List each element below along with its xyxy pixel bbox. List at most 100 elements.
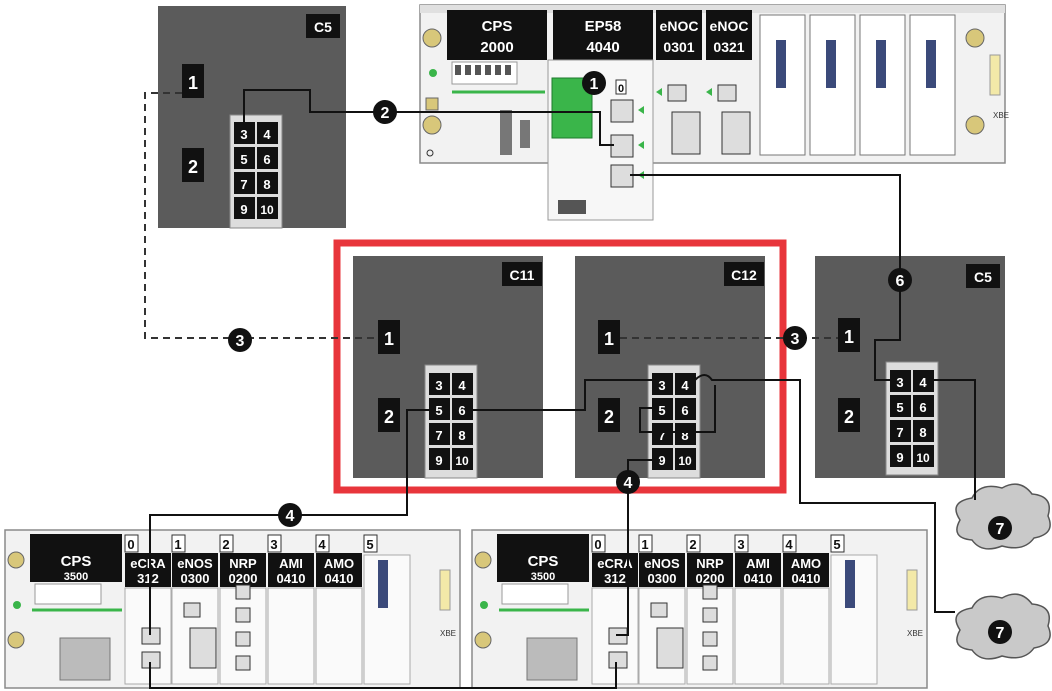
bl-mod-amo-1: AMO (324, 556, 354, 571)
br-mod-ecra-2: 312 (604, 571, 626, 586)
switch-c11: C11 1 2 3 4 5 6 7 8 9 10 (353, 256, 543, 479)
br-slot-2: 2 (689, 537, 696, 552)
c11-port-10: 10 (455, 454, 469, 468)
callout-3-right: 3 (791, 331, 800, 348)
bl-slot-2: 2 (222, 537, 229, 552)
c5-right-port-1: 1 (844, 327, 854, 347)
br-slot-4: 4 (785, 537, 793, 552)
br-mod-nrp-1: NRP (696, 556, 724, 571)
bl-slot-1: 1 (174, 537, 181, 552)
bl-slot-3: 3 (270, 537, 277, 552)
highlight-frame (333, 239, 787, 494)
c5-right-label: C5 (974, 269, 992, 285)
br-mod-ami-1: AMI (746, 556, 770, 571)
br-cps-label-1: CPS (528, 553, 559, 570)
c5-right-port-block: 3 4 5 6 7 8 9 10 (885, 361, 939, 476)
br-mod-enos-1: eNOS (644, 556, 680, 571)
bl-mod-ami-2: 0410 (277, 571, 306, 586)
br-cps-label-2: 3500 (531, 571, 555, 583)
br-slot-0: 0 (594, 537, 601, 552)
bl-mod-nrp-1: NRP (229, 556, 257, 571)
c11-port-1: 1 (384, 329, 394, 349)
bl-cps-label-1: CPS (61, 553, 92, 570)
c11-label: C11 (510, 267, 535, 283)
c12-port-2: 2 (604, 407, 614, 427)
bl-mod-nrp-2: 0200 (229, 571, 258, 586)
bl-mod-ecra-1: eCRA (130, 556, 166, 571)
bl-mod-amo-2: 0410 (325, 571, 354, 586)
c5-top-port-2: 2 (188, 157, 198, 177)
enoc-0321-label-2: 0321 (713, 39, 744, 55)
bottom-rack-left: CPS 3500 0 1 2 3 4 5 eCRA 312 eNOS 0300 … (4, 529, 461, 689)
bottom-rack-right: CPS 3500 0 1 2 3 4 5 eCRA 312 eNOS 0300 … (471, 529, 928, 689)
callout-4-right: 4 (624, 475, 633, 492)
c5-right-port-7: 7 (896, 425, 903, 440)
c5-right-port-9: 9 (896, 450, 903, 465)
c5-top-port-block: 3 4 5 6 7 8 9 10 (229, 114, 283, 229)
callout-7-lower: 7 (996, 625, 1005, 642)
br-mod-amo-1: AMO (791, 556, 821, 571)
c5-top-port-1: 1 (188, 73, 198, 93)
c11-port-9: 9 (435, 453, 442, 468)
c5-top-label: C5 (314, 19, 332, 35)
cps-2000-label-1: CPS (482, 18, 513, 35)
c11-port-8: 8 (458, 428, 465, 443)
switch-c5-top: C5 1 2 3 4 5 6 7 8 9 10 (158, 6, 346, 229)
ep58-port-index: 0 (618, 83, 624, 95)
c12-port-8: 8 (681, 428, 688, 443)
callouts: 1 2 3 3 4 4 6 7 7 (228, 71, 1012, 644)
callout-2: 2 (381, 105, 390, 122)
c12-port-3: 3 (658, 378, 665, 393)
c5-right-port-5: 5 (896, 400, 903, 415)
callout-7-upper: 7 (996, 521, 1005, 538)
br-slot-1: 1 (641, 537, 648, 552)
bl-xbe: XBE (440, 629, 456, 638)
bl-cps-label-2: 3500 (64, 571, 88, 583)
c12-label: C12 (731, 267, 757, 283)
c12-port-5: 5 (658, 403, 665, 418)
c11-port-2: 2 (384, 407, 394, 427)
c5-top-port-4: 4 (263, 127, 271, 142)
enoc-0301-label-2: 0301 (663, 39, 694, 55)
c12-port-10: 10 (678, 454, 692, 468)
c12-port-4: 4 (681, 378, 689, 393)
cables (149, 89, 976, 689)
c5-top-port-6: 6 (263, 152, 270, 167)
c5-top-port-10: 10 (260, 203, 274, 217)
ep58-label-1: EP58 (585, 18, 622, 35)
ep58-label-2: 4040 (586, 39, 619, 56)
cps-2000-label-2: 2000 (480, 39, 513, 56)
br-mod-enos-2: 0300 (648, 571, 677, 586)
c12-port-7: 7 (658, 428, 665, 443)
c11-port-5: 5 (435, 403, 442, 418)
bl-mod-ami-1: AMI (279, 556, 303, 571)
c5-right-port-10: 10 (916, 451, 930, 465)
c5-top-port-8: 8 (263, 177, 270, 192)
bl-mod-enos-1: eNOS (177, 556, 213, 571)
c12-port-6: 6 (681, 403, 688, 418)
switch-c12: C12 1 2 3 4 5 6 7 8 9 10 (575, 256, 765, 479)
c12-port-1: 1 (604, 329, 614, 349)
c5-right-port-3: 3 (896, 375, 903, 390)
c5-right-port-2: 2 (844, 407, 854, 427)
c5-right-port-6: 6 (919, 400, 926, 415)
br-mod-nrp-2: 0200 (696, 571, 725, 586)
callout-1: 1 (590, 76, 599, 93)
callout-4-left: 4 (286, 508, 295, 525)
c5-right-port-4: 4 (919, 375, 927, 390)
top-rack-xbe: XBE (993, 111, 1009, 120)
c5-top-port-9: 9 (240, 202, 247, 217)
br-mod-ecra-1: eCRA (597, 556, 633, 571)
switch-c5-right: C5 1 2 3 4 5 6 7 8 9 10 (815, 256, 1005, 478)
c12-port-block: 3 4 5 6 7 8 9 10 (647, 364, 701, 479)
c5-top-port-7: 7 (240, 177, 247, 192)
c11-port-6: 6 (458, 403, 465, 418)
c5-right-port-8: 8 (919, 425, 926, 440)
c11-port-block: 3 4 5 6 7 8 9 10 (424, 364, 478, 479)
br-mod-ami-2: 0410 (744, 571, 773, 586)
enoc-0301-label-1: eNOC (660, 18, 699, 34)
c5-top-port-5: 5 (240, 152, 247, 167)
c11-port-7: 7 (435, 428, 442, 443)
callout-3-left: 3 (236, 333, 245, 350)
bl-slot-5: 5 (366, 537, 373, 552)
